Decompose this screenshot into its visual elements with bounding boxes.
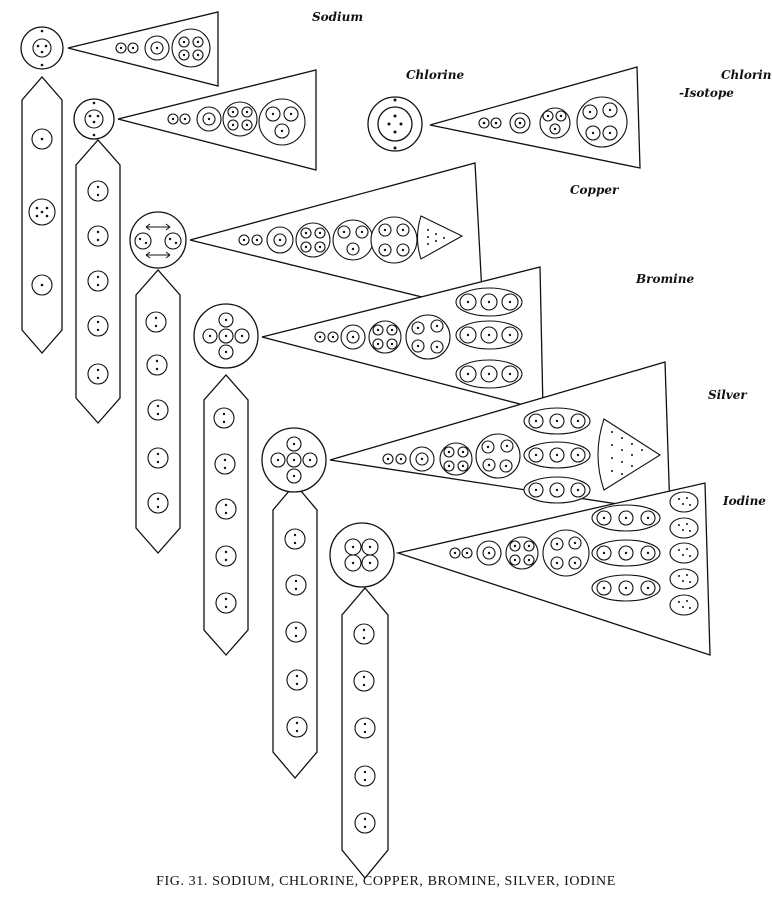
label-copper: Copper xyxy=(570,183,619,197)
copper-atom-diagram xyxy=(129,162,484,554)
label-chlorine: Chlorine xyxy=(406,68,465,82)
copper-centre-sphere xyxy=(129,211,187,269)
chlorine-isotope-diagram xyxy=(73,69,317,424)
label-sodium: Sodium xyxy=(312,10,364,24)
label-chlorine-isotope-line1: Chlorine xyxy=(721,68,772,82)
chlorine-atom-diagram xyxy=(367,66,641,169)
iodine-atom-diagram xyxy=(329,482,711,880)
sodium-funnel xyxy=(67,11,219,87)
label-silver: Silver xyxy=(708,388,747,402)
figure-caption: FIG. 31. SODIUM, CHLORINE, COPPER, BROMI… xyxy=(156,874,616,889)
iodine-centre-sphere xyxy=(329,522,395,588)
sodium-atom-diagram xyxy=(20,11,219,354)
silver-atom-diagram xyxy=(261,361,671,780)
label-chlorine-isotope-line2: -Isotope xyxy=(679,86,734,100)
label-iodine: Iodine xyxy=(723,494,766,508)
bromine-atom-diagram xyxy=(193,266,544,656)
label-bromine: Bromine xyxy=(636,272,695,286)
